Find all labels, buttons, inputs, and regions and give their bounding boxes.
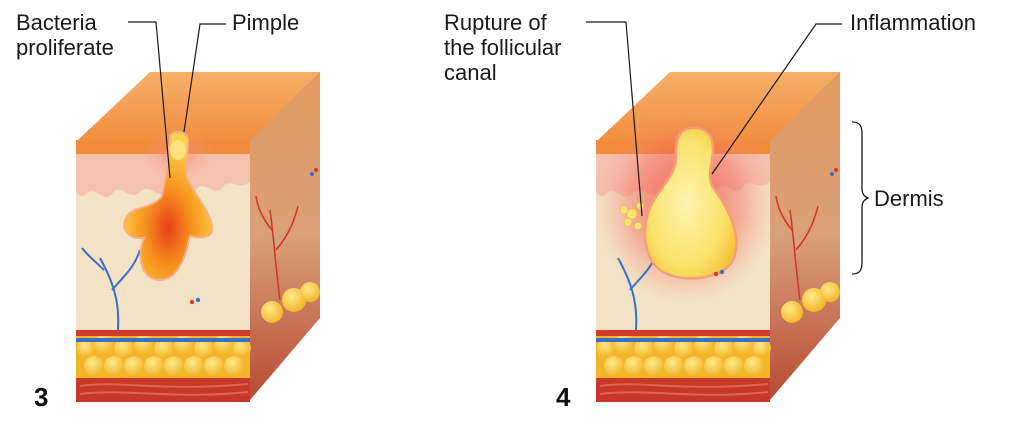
bracket-icon [851, 121, 870, 275]
vein-tree [81, 247, 141, 331]
panel-4-block [586, 21, 870, 402]
panel-number-4: 4 [556, 382, 571, 412]
label-bacteria-proliferate: Bacteria proliferate [16, 10, 114, 60]
pointer-bacteria [128, 21, 171, 179]
label-inflammation: Inflammation [850, 10, 976, 35]
vein-band [76, 338, 250, 342]
muscle-layer [76, 378, 250, 402]
epidermis-top-face [78, 72, 320, 140]
label-pimple: Pimple [232, 10, 300, 35]
pimple-head [170, 140, 186, 160]
label-dermis: Dermis [874, 186, 944, 211]
label-rupture: Rupture of the follicular canal [444, 10, 562, 85]
ruptured-cyst [643, 126, 738, 280]
pimple-follicle [123, 130, 214, 282]
artery-band [76, 330, 250, 336]
pointer-rupture [586, 21, 643, 217]
rupture-spill [619, 202, 644, 230]
panel-number-3: 3 [34, 382, 49, 412]
panel-3-block [76, 21, 320, 402]
pointer-inflammation [711, 23, 842, 175]
artery-tree [255, 195, 299, 301]
pointer-pimple [183, 23, 226, 133]
